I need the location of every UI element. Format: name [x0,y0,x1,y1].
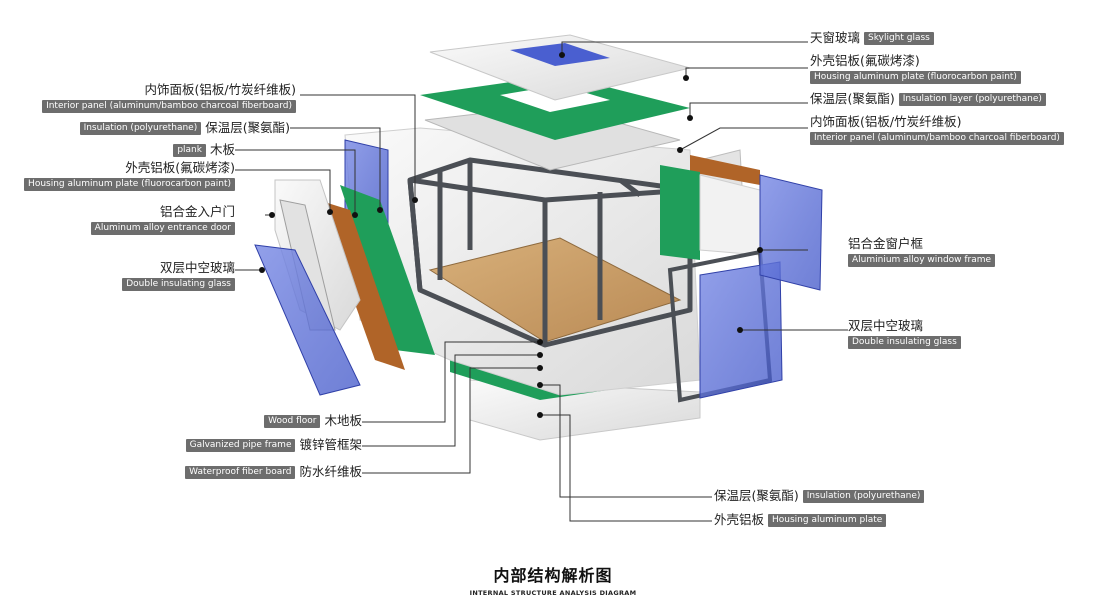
left-insulation-panel [340,185,435,355]
right-insulation-panel [660,165,700,260]
right-interior-panel [699,174,761,256]
label-en: Insulation layer (polyurethane) [898,93,1046,106]
label-en: Interior panel (aluminum/bamboo charcoal… [810,131,1064,145]
label-zh: 防水纤维板 [299,464,362,480]
label-pipe-frame: Galvanized pipe frame 镀锌管框架 [185,437,362,453]
label-en: Aluminum alloy entrance door [90,221,235,235]
label-bottom-insulation: 保温层(聚氨酯) Insulation (polyurethane) [714,488,925,504]
label-zh: 外壳铝板 [714,512,765,528]
left-double-glass [254,244,361,396]
label-entrance-door: 铝合金入户门 Aluminum alloy entrance door [90,204,235,235]
label-zh: 双层中空玻璃 [848,318,924,333]
label-zh: 铝合金窗户框 [848,236,924,251]
right-back-glass [759,174,823,291]
label-zh: 镀锌管框架 [299,437,362,453]
label-fiber-board: Waterproof fiber board 防水纤维板 [185,466,362,479]
label-skylight-glass: 天窗玻璃 Skylight glass [810,32,934,45]
label-en: Housing aluminum plate (fluorocarbon pai… [810,70,1021,84]
label-en: Housing aluminum plate (fluorocarbon pai… [24,177,235,191]
label-zh: 保温层(聚氨酯) [205,120,290,136]
title-en: INTERNAL STRUCTURE ANALYSIS DIAGRAM [469,589,637,597]
label-zh: 木地板 [324,413,362,429]
label-plank: plank 木板 [173,144,235,157]
leader-dots [259,52,763,418]
label-en: Skylight glass [864,32,934,45]
label-en: Wood floor [264,415,321,428]
label-en: Double insulating glass [122,277,235,291]
label-window-frame: 铝合金窗户框 Aluminium alloy window frame [848,236,996,267]
label-zh: 内饰面板(铝板/竹炭纤维板) [144,82,296,97]
title-zh: 内部结构解析图 [493,566,613,585]
label-en: Insulation (polyurethane) [802,490,925,503]
label-zh: 保温层(聚氨酯) [810,91,895,107]
diagram-title: 内部结构解析图 INTERNAL STRUCTURE ANALYSIS DIAG… [0,562,1106,597]
label-top-insulation: 保温层(聚氨酯) Insulation layer (polyurethane) [810,93,1046,106]
label-top-housing-plate: 外壳铝板(氟碳烤漆) Housing aluminum plate (fluor… [810,53,1021,84]
label-zh: 木板 [209,142,235,158]
label-en: plank [173,144,206,157]
label-zh: 外壳铝板(氟碳烤漆) [810,53,920,68]
label-zh: 内饰面板(铝板/竹炭纤维板) [810,114,962,129]
label-bottom-housing: 外壳铝板 Housing aluminum plate [714,512,887,528]
label-left-double-glass: 双层中空玻璃 Double insulating glass [122,260,235,291]
label-en: Double insulating glass [848,335,961,349]
label-right-double-glass: 双层中空玻璃 Double insulating glass [848,318,961,349]
right-wood-strip [690,155,760,185]
label-zh: 保温层(聚氨酯) [714,488,799,504]
wood-floor [428,237,682,343]
label-zh: 铝合金入户门 [159,204,235,219]
label-en: Housing aluminum plate [768,514,887,527]
label-left-insulation: Insulation (polyurethane) 保温层(聚氨酯) [79,120,290,136]
label-zh: 双层中空玻璃 [159,260,235,275]
label-en: Interior panel (aluminum/bamboo charcoal… [42,99,296,113]
leader-lines [235,41,848,522]
label-wood-floor: Wood floor 木地板 [264,415,362,428]
label-left-housing-plate: 外壳铝板(氟碳烤漆) Housing aluminum plate (fluor… [24,160,235,191]
label-right-interior-panel: 内饰面板(铝板/竹炭纤维板) Interior panel (aluminum/… [810,114,1064,145]
label-en: Aluminium alloy window frame [848,253,996,267]
label-zh: 天窗玻璃 [810,30,861,46]
label-en: Waterproof fiber board [185,466,296,479]
label-zh: 外壳铝板(氟碳烤漆) [125,160,235,175]
label-en: Insulation (polyurethane) [79,122,202,135]
label-left-interior-panel: 内饰面板(铝板/竹炭纤维板) Interior panel (aluminum/… [42,82,296,113]
label-en: Galvanized pipe frame [185,439,296,452]
galvanized-pipe-frame [407,157,693,348]
